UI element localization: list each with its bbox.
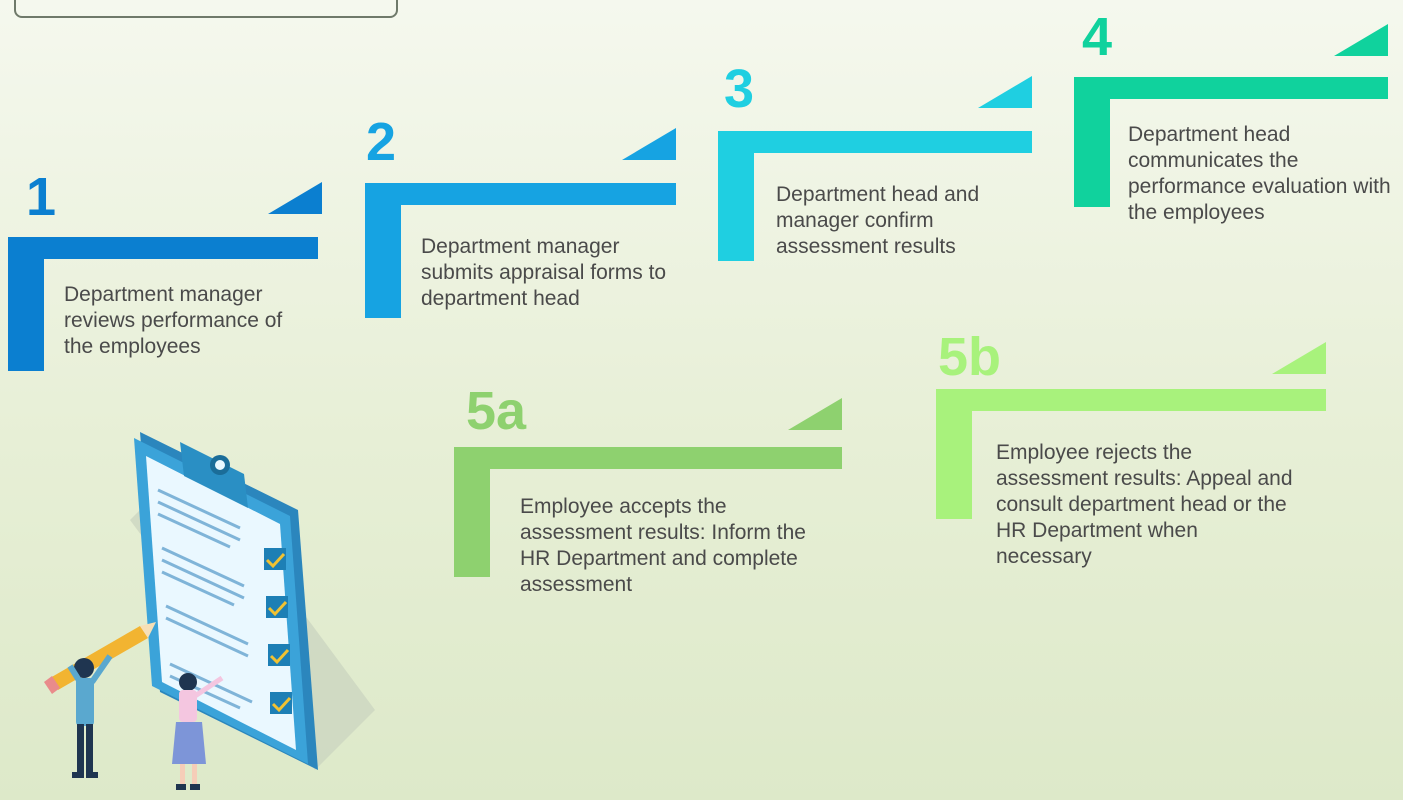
step-label: Department head and manager confirm asse… xyxy=(776,183,980,258)
step-corner-triangle xyxy=(1272,342,1326,374)
step-bar xyxy=(718,131,1032,153)
step-corner-triangle xyxy=(978,76,1032,108)
step-bar xyxy=(365,183,676,205)
step-post xyxy=(718,131,754,261)
step-post xyxy=(454,447,490,577)
step-number: 4 xyxy=(1082,7,1113,67)
step-post xyxy=(365,183,401,318)
step-bar xyxy=(936,389,1326,411)
step-post xyxy=(8,237,44,371)
clipboard-checklist-with-people-icon xyxy=(44,432,375,790)
step-number: 5b xyxy=(938,327,1002,387)
step-label: Department manager reviews performance o… xyxy=(64,283,283,358)
top-tab-outline xyxy=(14,0,398,18)
step-corner-triangle xyxy=(1334,24,1388,56)
step-number: 5a xyxy=(466,381,527,441)
step-corner-triangle xyxy=(622,128,676,160)
step-corner-triangle xyxy=(788,398,842,430)
step-label: Employee rejects the assessment results:… xyxy=(996,441,1293,568)
step-corner-triangle xyxy=(268,182,322,214)
step-post xyxy=(936,389,972,519)
step-number: 1 xyxy=(26,167,57,227)
step-number: 3 xyxy=(724,59,755,119)
step-number: 2 xyxy=(366,112,397,172)
step-bar xyxy=(8,237,318,259)
step-post xyxy=(1074,77,1110,207)
step-label: Department head communicates the perform… xyxy=(1128,123,1391,224)
step-bar xyxy=(1074,77,1388,99)
step-label: Department manager submits appraisal for… xyxy=(421,235,667,310)
step-bar xyxy=(454,447,842,469)
step-label: Employee accepts the assessment results:… xyxy=(520,495,806,596)
